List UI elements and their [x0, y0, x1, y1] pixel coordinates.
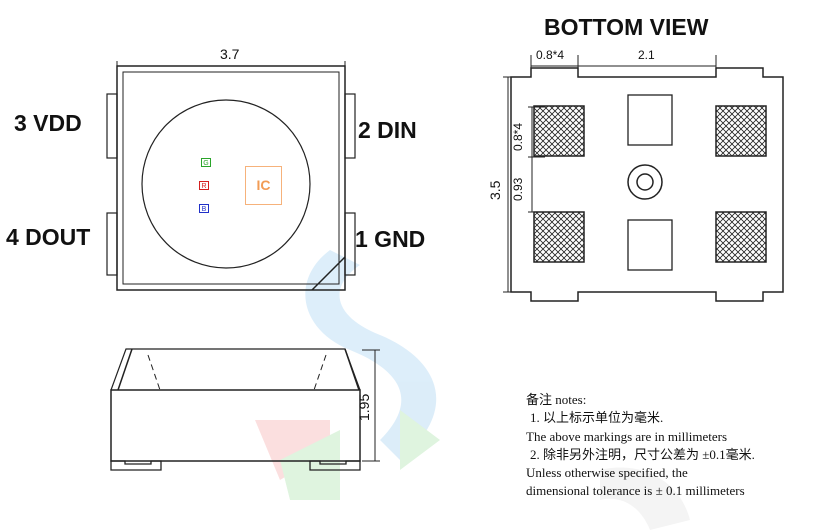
top-view [106, 61, 356, 291]
notes-block: 备注 notes: 1. 以上标示单位为毫米. The above markin… [526, 391, 755, 501]
bottom-view [503, 55, 784, 302]
gap-dim: 0.93 [511, 177, 525, 201]
pitch-dim: 2.1 [638, 48, 655, 62]
top-width-dim: 3.7 [220, 46, 240, 62]
notes-line-1: 1. 以上标示单位为毫米. [530, 410, 664, 426]
notes-heading: 备注 notes: [526, 392, 587, 407]
red-chip: R [199, 181, 209, 190]
notes-line-2: The above markings are in millimeters [526, 428, 728, 444]
ic-chip: IC [245, 166, 282, 205]
side-height-dim: 1.95 [356, 393, 372, 421]
notes-line-4: Unless otherwise specified, the [526, 465, 688, 481]
height-dim: 3.5 [487, 180, 503, 200]
blue-chip: B [199, 204, 209, 213]
pin-label-dout: 4 DOUT [6, 224, 91, 250]
watermark-logo [255, 250, 690, 530]
notes-line-5: dimensional tolerance is ± 0.1 millimete… [526, 483, 745, 499]
pin-label-din: 2 DIN [358, 117, 417, 143]
bottom-view-title: BOTTOM VIEW [544, 14, 709, 40]
pad-height-dim: 0.8*4 [511, 122, 525, 151]
green-chip: G [201, 158, 211, 167]
pin-label-vdd: 3 VDD [14, 110, 82, 136]
pin-label-gnd: 1 GND [355, 226, 426, 252]
side-view [110, 348, 380, 471]
pad-width-dim: 0.8*4 [536, 48, 565, 62]
notes-line-3: 2. 除非另外注明，尺寸公差为 ±0.1毫米. [530, 446, 755, 462]
